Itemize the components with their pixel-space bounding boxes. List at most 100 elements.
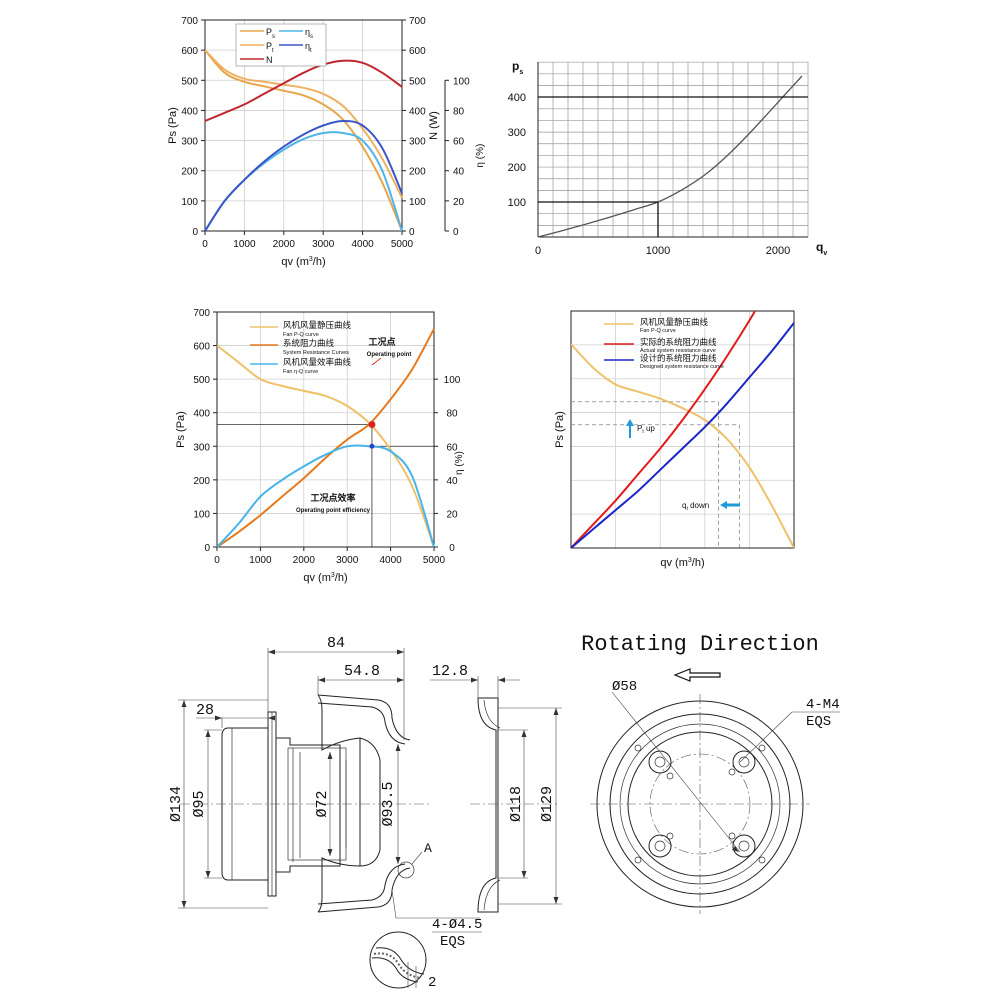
y-axis-label-power: N (W) [428, 111, 440, 140]
dim-4-m4: 4-M4 [806, 697, 840, 713]
series-line-2 [571, 322, 794, 548]
series-line-0 [571, 343, 794, 548]
y-tick-label: 400 [193, 409, 210, 420]
rotating-direction-title: Rotating Direction [581, 632, 819, 657]
inlet-ring-side-view: 12.8 Ø118 Ø129 [430, 663, 562, 913]
dim-54-8: 54.8 [344, 663, 380, 680]
y-tick-label: 300 [181, 137, 198, 148]
series-line-resistance [537, 75, 803, 238]
pt-up-label: Pt up [637, 424, 655, 435]
y-tick-label: 100 [508, 197, 526, 209]
eff-tick-label: 20 [446, 509, 458, 520]
power-tick-label: 600 [409, 46, 426, 57]
y-tick-label: 300 [193, 442, 210, 453]
operating-point-leader [371, 357, 382, 366]
eff-tick-label: 0 [453, 227, 459, 238]
y-tick-label: 100 [193, 509, 210, 520]
dim-eqs-1: EQS [806, 714, 831, 730]
impeller-backplate [317, 694, 361, 913]
power-tick-label: 400 [409, 106, 426, 117]
series-line-ηs [204, 131, 403, 232]
dim-2: 2 [428, 975, 436, 991]
y-axis-label-eff: η (%) [475, 144, 486, 168]
plot-frame [204, 19, 403, 232]
series-line-2 [216, 444, 435, 548]
efficiency-point-sub: Operating point efficiency [296, 508, 371, 514]
x-tick-label: 4000 [379, 555, 402, 566]
series-line-1 [571, 311, 757, 548]
rotation-arrow-icon [673, 668, 721, 682]
dim-phi58: Ø58 [612, 679, 637, 695]
y-tick-label: 500 [193, 375, 210, 386]
technical-drawing: 84 54.8 28 Ø134 Ø95 [168, 632, 840, 991]
eff-tick-label: 80 [446, 409, 458, 420]
small-holes [634, 744, 766, 864]
legend-label: 系统阻力曲线 [283, 338, 335, 348]
x-tick-label: 2000 [766, 245, 790, 257]
y-axis-label: ps [512, 59, 523, 76]
power-tick-label: 100 [409, 197, 426, 208]
y-tick-label: 300 [508, 127, 526, 139]
series-line-ηt [204, 119, 403, 232]
y-tick-label: 100 [181, 197, 198, 208]
impeller-blade [359, 737, 381, 867]
operating-point-marker [368, 420, 376, 428]
power-tick-label: 200 [409, 167, 426, 178]
x-axis-label: qv [816, 240, 827, 257]
pt-up-arrow-icon [626, 419, 634, 438]
dim-4-phi4-5: 4-Ø4.5 [432, 917, 482, 933]
legend-sublabel: Actual system resistance curve [640, 348, 716, 354]
x-tick-label: 1000 [249, 555, 272, 566]
x-tick-label: 2000 [273, 239, 296, 250]
series-line-Pt [204, 49, 403, 199]
x-tick-label: 5000 [423, 555, 446, 566]
operating-point-label: 工况点 [368, 336, 395, 347]
series-line-1 [216, 328, 435, 548]
dim-phi118: Ø118 [508, 786, 525, 822]
legend-label: N [266, 55, 273, 65]
x-axis-label: qv (m3/h) [281, 256, 325, 268]
eff-tick-label: 40 [446, 476, 458, 487]
x-tick-label: 1000 [233, 239, 256, 250]
y-axis-label-left: Ps (Pa) [175, 411, 187, 448]
series-line-0 [216, 344, 435, 548]
eff-tick-label: 40 [453, 167, 465, 178]
qt-down-label: qt down [682, 501, 709, 512]
x-tick-label: 3000 [336, 555, 359, 566]
legend-label: 设计的系统阻力曲线 [640, 353, 717, 363]
legend-sublabel: Fan η-Q curve [283, 369, 318, 375]
y-tick-label: 400 [508, 92, 526, 104]
legend-label: ηt [305, 41, 312, 54]
dim-84: 84 [327, 635, 345, 652]
series-line-N [204, 59, 403, 122]
legend-label: 风机风量静压曲线 [283, 320, 352, 330]
power-tick-label: 300 [409, 137, 426, 148]
y-axis-label-eff: η (%) [454, 451, 465, 475]
detail-a-view: 2 [369, 931, 436, 991]
y-axis-label: Ps (Pa) [554, 411, 566, 448]
eff-tick-label: 80 [453, 106, 465, 117]
x-tick-label: 5000 [391, 239, 414, 250]
hub [275, 737, 341, 873]
legend-label: Pt [266, 41, 274, 54]
dim-phi72: Ø72 [314, 790, 331, 817]
side-dimensions: 84 54.8 28 Ø134 Ø95 [168, 635, 482, 950]
eff-tick-label: 0 [449, 543, 455, 554]
y-tick-label: 500 [181, 76, 198, 87]
x-tick-label: 0 [202, 239, 208, 250]
y-tick-label: 600 [193, 342, 210, 353]
mount-bosses [648, 750, 756, 858]
x-tick-label: 1000 [646, 245, 670, 257]
plot-frame [570, 310, 795, 549]
dim-12-8: 12.8 [432, 663, 468, 680]
y-tick-label: 200 [193, 476, 210, 487]
x-tick-label: 0 [535, 245, 541, 257]
y-tick-label: 400 [181, 106, 198, 117]
legend-label: Ps [266, 27, 275, 40]
legend-label: 实际的系统阻力曲线 [640, 337, 717, 347]
legend-label: 风机风量效率曲线 [283, 357, 352, 367]
